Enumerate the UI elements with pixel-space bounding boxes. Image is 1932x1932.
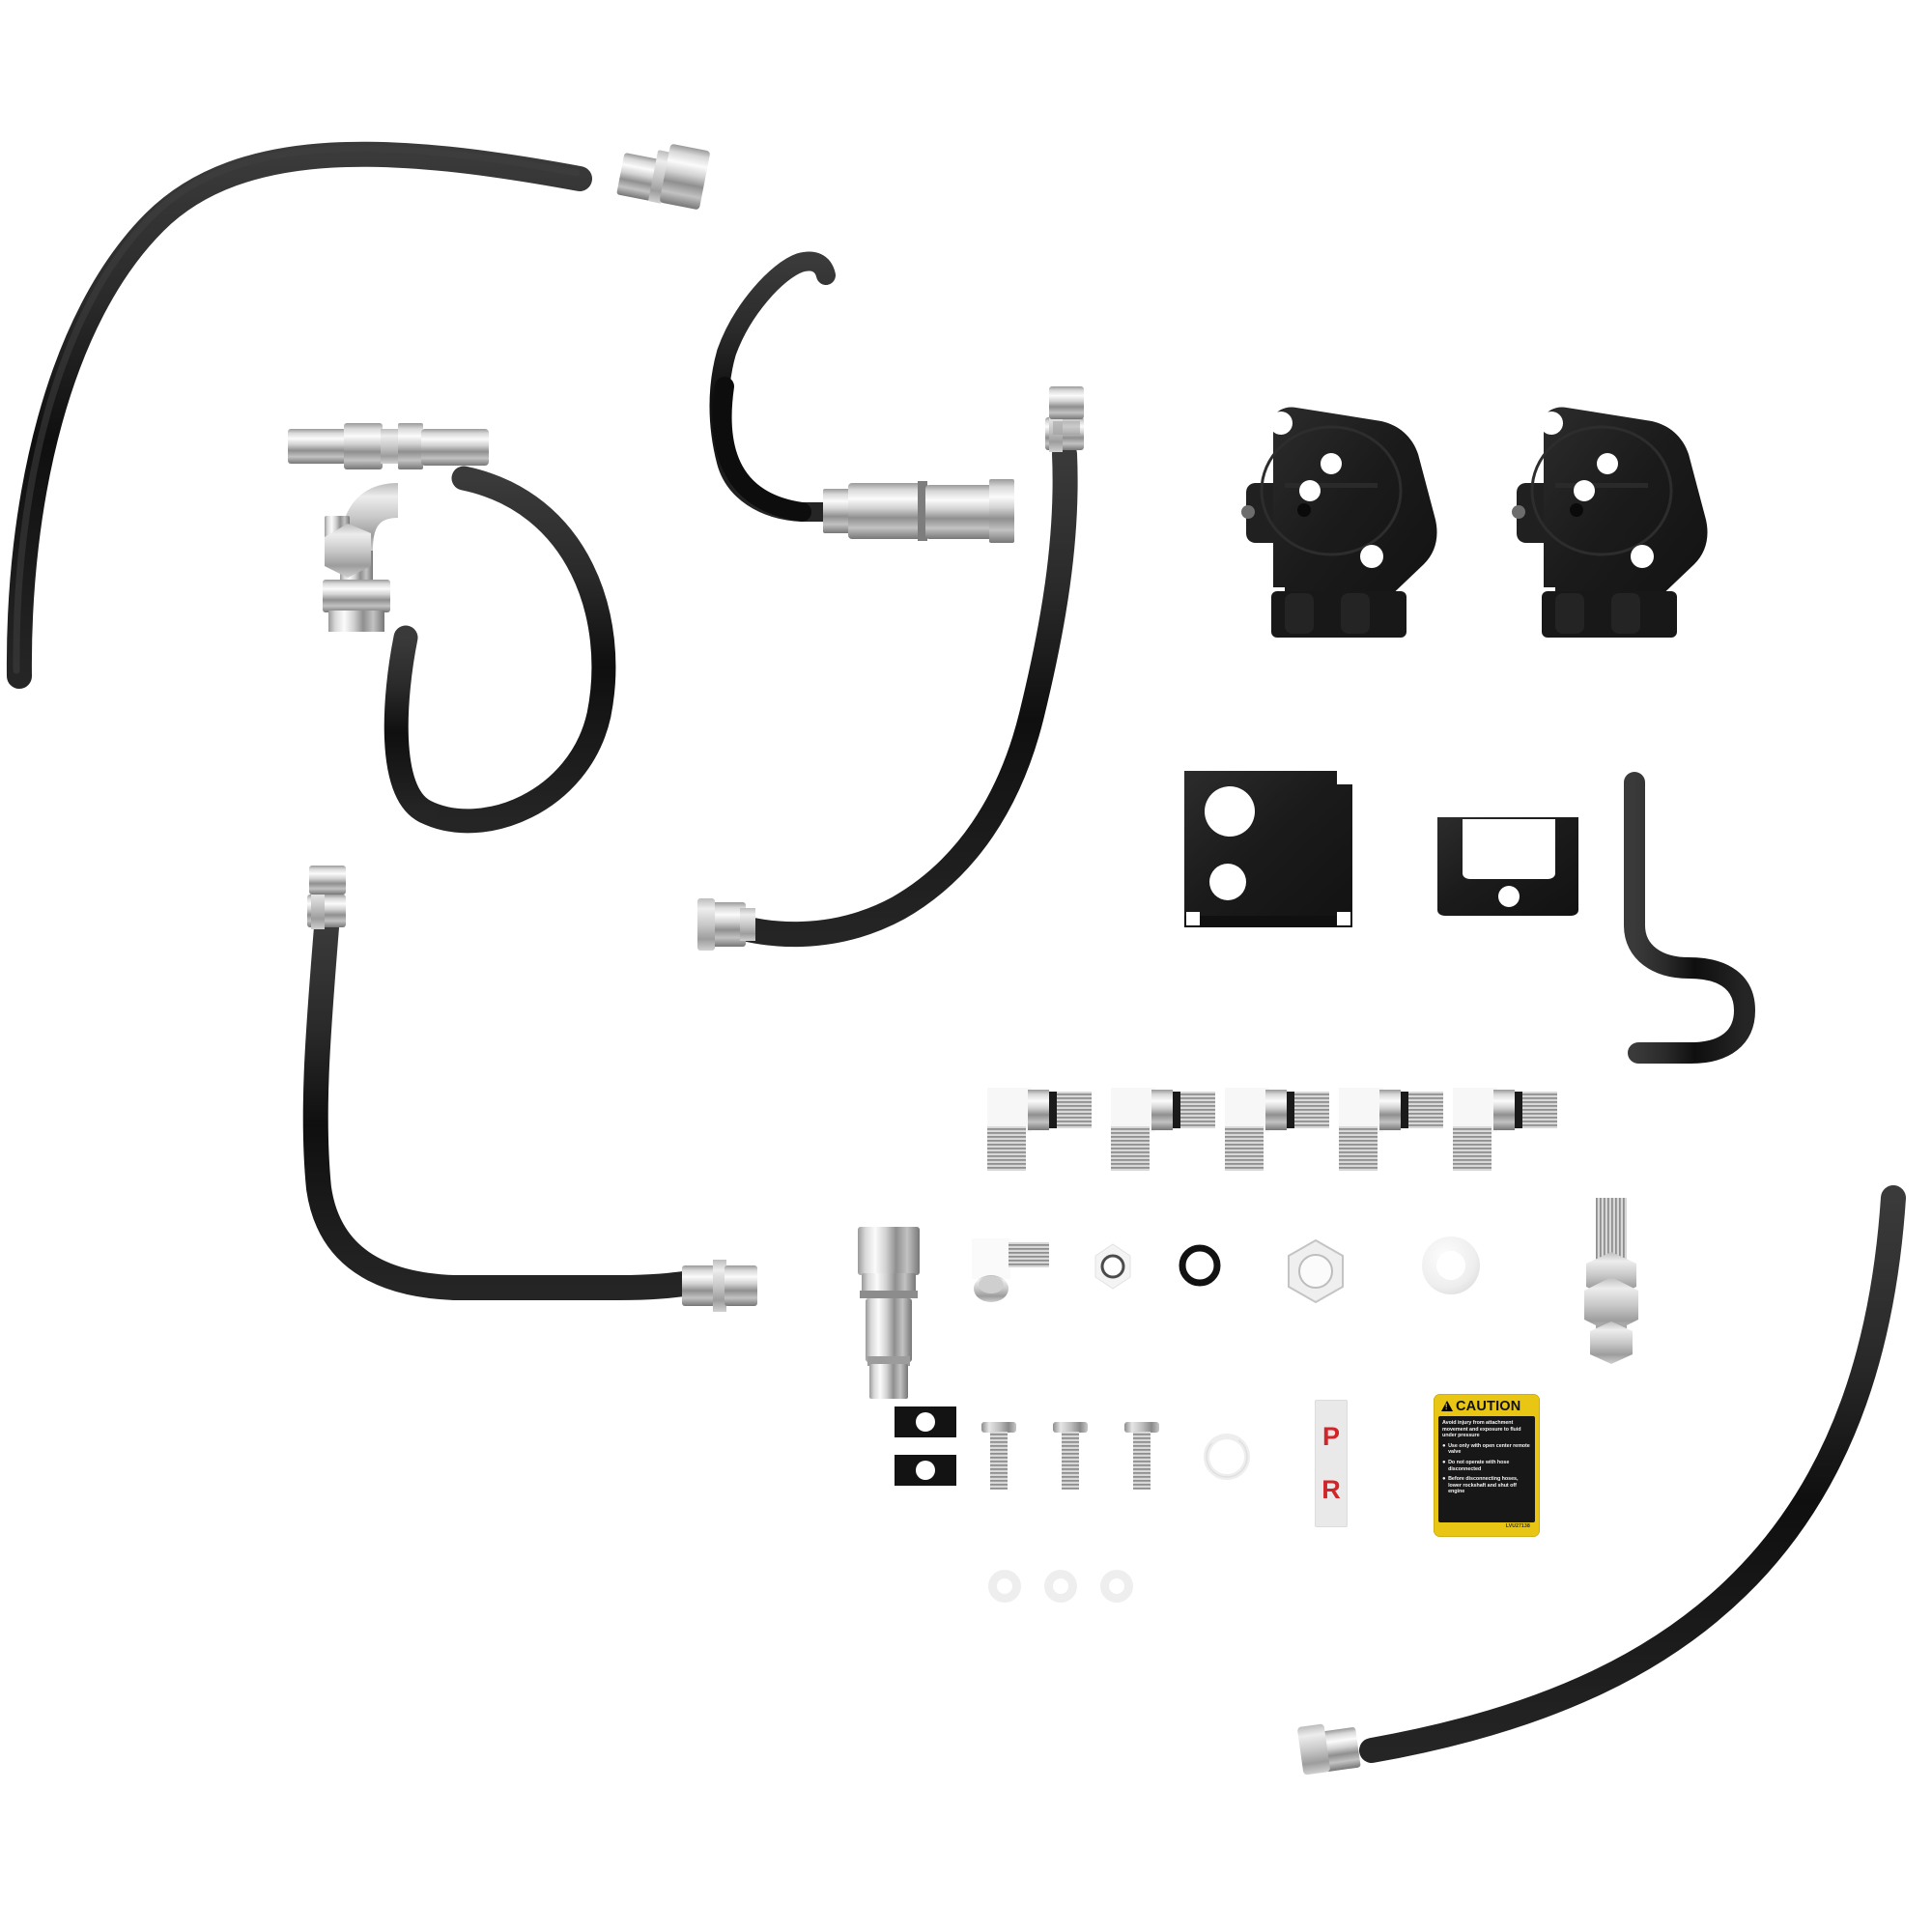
hose-fitting-top (1045, 386, 1084, 452)
hose-fitting-right-end (682, 1260, 757, 1312)
hose-lower-left (302, 866, 757, 1312)
hose-center-long (697, 386, 1084, 951)
caution-bullet-text: Use only with open center remote valve (1448, 1442, 1530, 1456)
bullet-dot-icon: ● (1442, 1476, 1446, 1483)
caution-bullet-text: Before disconnecting hoses, lower rocksh… (1448, 1476, 1519, 1495)
pr-letter-p: P (1321, 1422, 1340, 1451)
hose-fitting-left-end (1297, 1723, 1361, 1776)
o-ring (1179, 1244, 1221, 1287)
elbow-fitting-5 (1453, 1088, 1557, 1171)
washer-small-2 (1044, 1570, 1077, 1603)
valve-bracket-right (1512, 407, 1708, 638)
elbow-fitting-4 (1339, 1088, 1443, 1171)
tube-s-bend-right (1624, 772, 1756, 1064)
clip-plate-1 (895, 1406, 956, 1437)
caution-part-number: LVU27138 (1505, 1523, 1530, 1529)
hose-coupler-assembly (288, 423, 616, 834)
quick-coupler-body (858, 1227, 920, 1399)
cap-screw-2 (1053, 1422, 1088, 1490)
cap-screw-3 (1124, 1422, 1159, 1490)
pr-letter-r: R (1321, 1475, 1341, 1504)
small-elbow-fitting (972, 1238, 1049, 1302)
hex-nut-small (1094, 1243, 1131, 1290)
hose-fitting-upper-left (307, 866, 346, 929)
clip-plate-2 (895, 1455, 956, 1486)
inline-coupler (823, 479, 1014, 543)
caution-body: Avoid injury from attachment movement an… (1438, 1416, 1535, 1522)
bullet-dot-icon: ● (1442, 1459, 1446, 1465)
port-label-decal: P R (1315, 1400, 1348, 1527)
caution-bullet-text: Do not operate with hose disconnected (1448, 1459, 1510, 1472)
caution-heading: CAUTION (1456, 1398, 1521, 1414)
elbow-fitting-3 (1225, 1088, 1329, 1171)
hose-long-upper-left (6, 141, 710, 689)
washer-small-3 (1100, 1570, 1133, 1603)
hex-nut-large (1288, 1238, 1344, 1304)
caution-decal: CAUTION Avoid injury from attachment mov… (1434, 1394, 1540, 1537)
caution-header: CAUTION (1438, 1399, 1535, 1413)
warning-triangle-icon (1441, 1401, 1453, 1411)
threaded-stud (1584, 1198, 1638, 1364)
mounting-plate-two-hole (1184, 771, 1352, 927)
cover-plate-cutout (1437, 817, 1578, 916)
washer-flat (1422, 1236, 1480, 1294)
quick-coupler-straight (288, 423, 489, 469)
hose-fitting-bottom (697, 898, 755, 951)
caution-bullet-3: ● Before disconnecting hoses, lower rock… (1442, 1476, 1531, 1495)
elbow-fitting-1 (987, 1088, 1092, 1171)
hose-fitting-hex (616, 144, 710, 210)
retaining-ring (1204, 1434, 1250, 1480)
valve-bracket-left (1241, 407, 1437, 638)
caution-bullet-2: ● Do not operate with hose disconnected (1442, 1460, 1531, 1472)
elbow-90-fitting (323, 483, 398, 632)
caution-bullet-1: ● Use only with open center remote valve (1442, 1443, 1531, 1456)
elbow-fitting-2 (1111, 1088, 1215, 1171)
tube-s-bend-upper (709, 251, 1014, 543)
washer-small-1 (988, 1570, 1021, 1603)
cap-screw-1 (981, 1422, 1016, 1490)
caution-lead-text: Avoid injury from attachment movement an… (1442, 1420, 1521, 1439)
bullet-dot-icon: ● (1442, 1442, 1446, 1449)
hose-lower-right (1297, 1185, 1906, 1776)
